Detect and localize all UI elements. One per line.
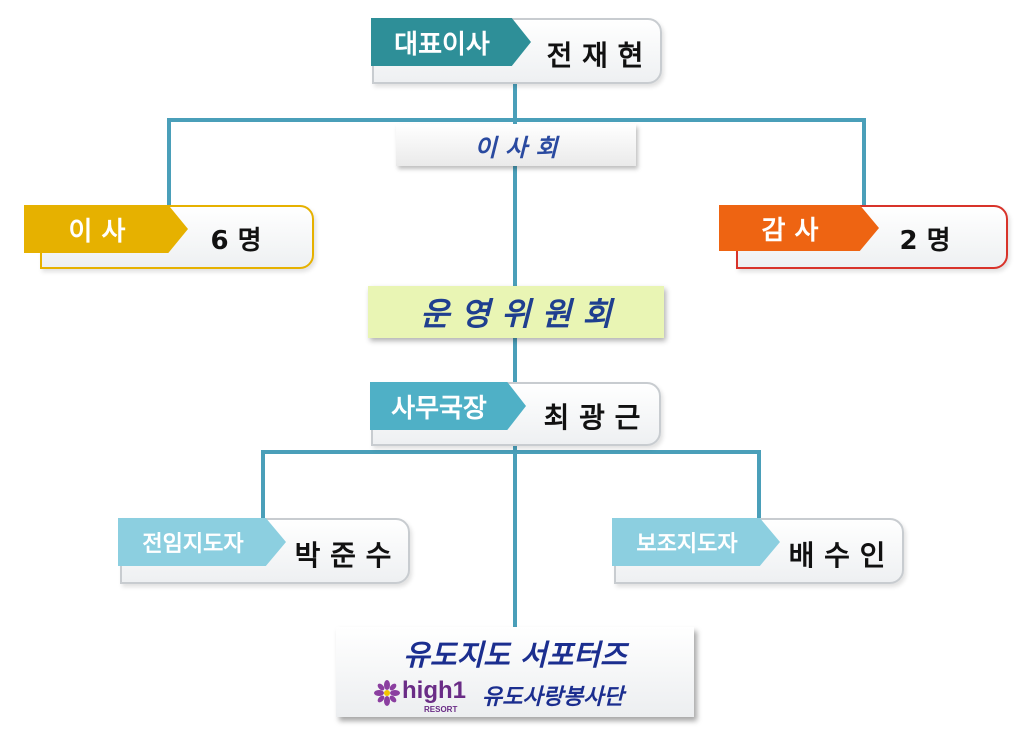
connector-left-drop xyxy=(167,118,171,210)
committee-label: 운 영 위 원 회 xyxy=(420,295,612,333)
coach-assist-tag-label: 보조지도자 xyxy=(636,532,738,557)
coach-full-tag-label: 전임지도자 xyxy=(142,532,244,557)
ceo-name: 전 재 현 xyxy=(546,39,644,72)
coach-full-tag: 전임지도자 xyxy=(118,518,286,566)
connector-secretary-supporters xyxy=(513,446,517,628)
coach-full-name: 박 준 수 xyxy=(294,539,392,572)
high1-logo-sub: RESORT xyxy=(424,705,458,714)
connector-board-committee xyxy=(513,166,517,286)
high1-logo: high1 RESORT xyxy=(374,677,486,714)
connector-right-drop xyxy=(862,118,866,210)
board-label: 이 사 회 xyxy=(474,133,558,162)
secretary-name: 최 광 근 xyxy=(543,401,641,434)
secretary-tag: 사무국장 xyxy=(370,382,526,430)
ceo-tag: 대표이사 xyxy=(371,18,531,66)
auditors-tag: 감 사 xyxy=(719,205,879,251)
high1-logo-text: high1 xyxy=(402,677,466,704)
coach-assist-name: 배 수 인 xyxy=(788,539,886,572)
connector-board-horizontal xyxy=(167,118,866,122)
auditors-tag-label: 감 사 xyxy=(761,215,819,246)
connector-coach-left-drop xyxy=(261,450,265,522)
ceo-tag-label: 대표이사 xyxy=(394,29,490,60)
auditors-count: 2 명 xyxy=(899,225,951,256)
committee-box: 운 영 위 원 회 xyxy=(368,286,664,338)
directors-tag: 이 사 xyxy=(24,205,188,253)
connector-ceo-board xyxy=(513,84,517,124)
connector-coach-horizontal xyxy=(261,450,761,454)
board-box: 이 사 회 xyxy=(396,124,636,166)
flower-icon xyxy=(374,680,400,706)
directors-tag-label: 이 사 xyxy=(68,216,126,247)
supporters-title-text: 유도지도 서포터즈 xyxy=(403,638,627,672)
connector-committee-secretary xyxy=(513,338,517,384)
directors-count: 6 명 xyxy=(210,225,262,256)
coach-assist-tag: 보조지도자 xyxy=(612,518,780,566)
volunteer-group-text: 유도사랑봉사단 xyxy=(482,685,624,710)
supporters-title: 유도지도 서포터즈 xyxy=(336,633,694,673)
connector-coach-right-drop xyxy=(757,450,761,522)
volunteer-group: 유도사랑봉사단 xyxy=(482,679,672,711)
secretary-tag-label: 사무국장 xyxy=(391,393,487,424)
supporters-box: 유도지도 서포터즈 high1 RESORT 유도사랑봉사단 xyxy=(336,627,694,717)
